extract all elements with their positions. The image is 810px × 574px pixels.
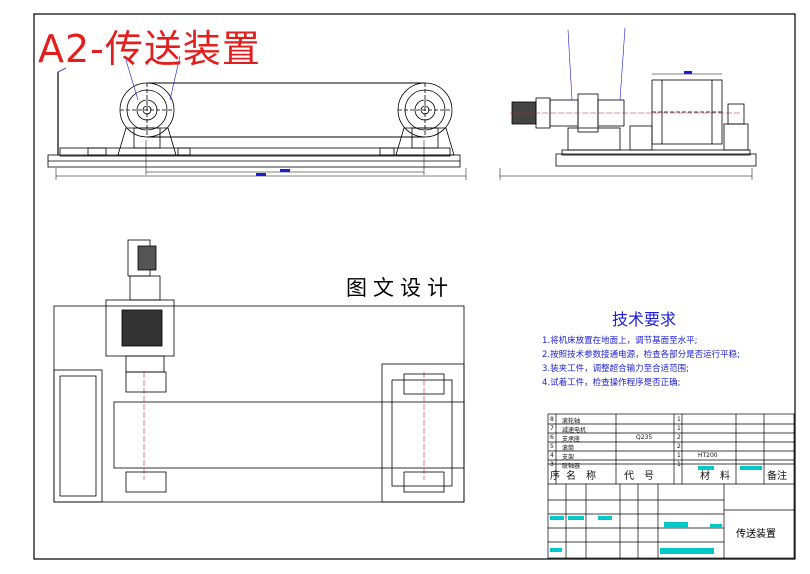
part-name: 支架 [562, 454, 575, 461]
side-view [499, 27, 757, 180]
part-name: 滚轮轴 [562, 418, 581, 425]
tech-requirement-item: 1.将机床放置在地面上，调节基面至水平; [542, 336, 698, 346]
parts-header-remark: 备注 [767, 471, 787, 482]
part-no: 8 [550, 416, 554, 423]
part-no: 4 [550, 452, 554, 459]
plan-view [53, 239, 465, 503]
part-no: 7 [550, 425, 554, 432]
sheet-title: A2-传送装置 [38, 27, 261, 71]
parts-header-material: 材 料 [700, 471, 730, 482]
part-qty: 1 [677, 452, 681, 459]
part-name: 减速电机 [562, 427, 587, 434]
part-name: 联轴器 [562, 463, 581, 470]
part-name: 支承座 [562, 436, 581, 443]
front-view [47, 55, 467, 180]
part-qty: 1 [677, 416, 681, 423]
part-no: 6 [550, 434, 554, 441]
parts-header-seq: 序 [550, 471, 560, 482]
parts-header-code: 代 号 [624, 471, 654, 482]
part-material: Q235 [636, 434, 653, 441]
parts-header-name: 名 称 [566, 471, 596, 482]
part-qty: 2 [677, 443, 681, 450]
tech-requirements-heading: 技术要求 [612, 310, 677, 329]
part-qty: 1 [677, 461, 681, 468]
sheet-border [33, 13, 796, 560]
tech-requirement-item: 4.试着工件，检查操作程序是否正确; [542, 378, 681, 388]
part-material: HT200 [698, 452, 718, 459]
part-no: 5 [550, 443, 554, 450]
drawing-name: 传送装置 [736, 529, 776, 540]
part-name: 滚筒 [562, 445, 575, 452]
tech-requirement-item: 3.装夹工件，调整超合输力至合适范围; [542, 364, 689, 374]
part-no: 3 [550, 461, 554, 468]
part-qty: 2 [677, 434, 681, 441]
part-qty: 1 [677, 425, 681, 432]
center-watermark-label: 图文设计 [322, 273, 478, 303]
tech-requirement-item: 2.按照技术参数接通电源，检查各部分是否运行平稳; [542, 350, 740, 360]
title-block [547, 413, 795, 559]
